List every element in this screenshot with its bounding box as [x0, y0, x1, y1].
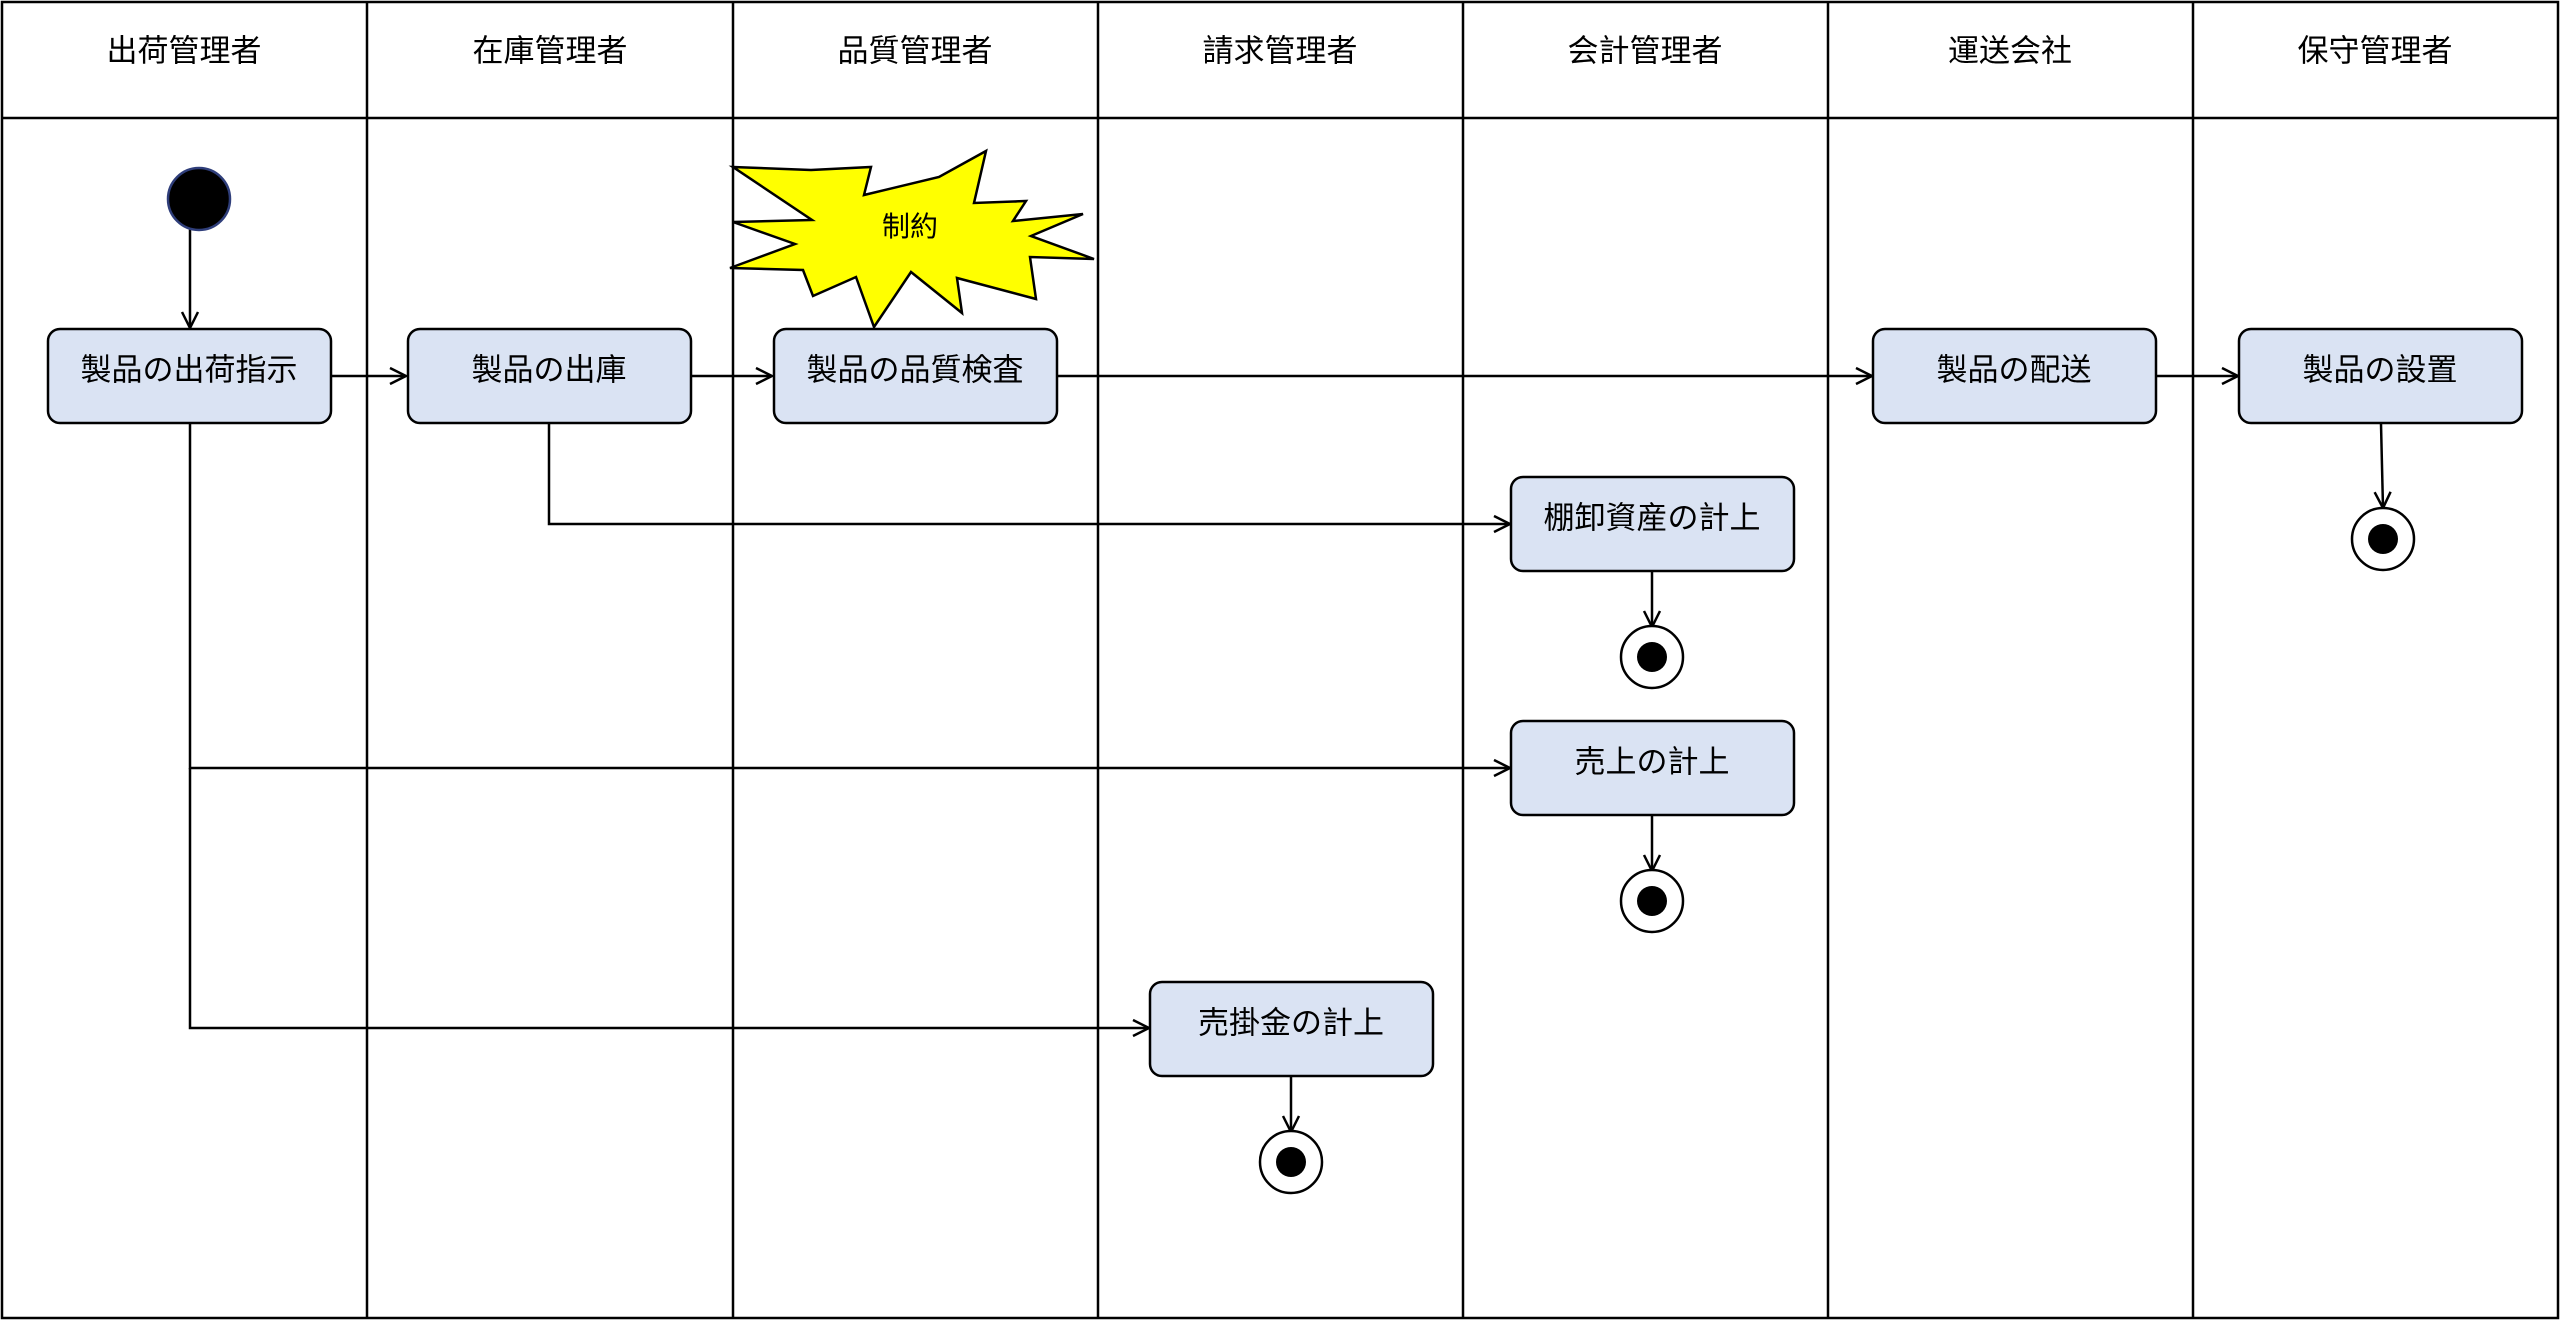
action-label: 売掛金の計上 — [1198, 1006, 1384, 1042]
flow-installation-to-final — [2381, 423, 2383, 508]
flow-connectors — [190, 229, 2383, 1132]
action-inventory-asset: 棚卸資産の計上 — [1509, 475, 1796, 573]
lane-title-billing: 請求管理者 — [1203, 34, 1358, 70]
lane-title-accounting: 会計管理者 — [1568, 34, 1723, 70]
flow-picking-to-inventory-asset — [547, 424, 1510, 524]
action-picking: 製品の出庫 — [406, 327, 693, 425]
final-node-sales — [1619, 868, 1685, 934]
lane-title-shipping: 出荷管理者 — [107, 34, 262, 70]
action-installation: 製品の設置 — [2237, 327, 2524, 425]
lane-title-inventory: 在庫管理者 — [473, 34, 628, 70]
action-delivery: 製品の配送 — [1871, 327, 2158, 425]
final-node-installation — [2350, 506, 2416, 572]
action-sales: 売上の計上 — [1509, 719, 1796, 817]
action-label: 製品の出庫 — [472, 353, 627, 389]
lane-title-carrier: 運送会社 — [1948, 34, 2072, 70]
action-label: 売上の計上 — [1575, 745, 1730, 781]
action-label: 製品の配送 — [1937, 353, 2092, 389]
constraint-label: 制約 — [882, 210, 938, 243]
flow-ship-instruction-to-sales — [188, 424, 1510, 768]
lane-title-maintenance: 保守管理者 — [2298, 34, 2453, 70]
final-node-inventory-asset — [1619, 624, 1685, 690]
constraint-starburst: 制約 — [728, 148, 1095, 330]
initial-node — [166, 166, 232, 232]
action-label: 製品の品質検査 — [807, 353, 1024, 389]
action-receivable: 売掛金の計上 — [1148, 980, 1435, 1078]
lane-title-quality: 品質管理者 — [838, 34, 993, 70]
action-label: 棚卸資産の計上 — [1544, 501, 1761, 537]
flow-ship-instruction-to-receivable — [188, 768, 1149, 1028]
action-label: 製品の出荷指示 — [81, 353, 298, 389]
action-label: 製品の設置 — [2303, 353, 2458, 389]
final-node-receivable — [1258, 1129, 1324, 1195]
action-ship-instruction: 製品の出荷指示 — [46, 327, 333, 425]
action-quality-inspection: 製品の品質検査 — [772, 327, 1059, 425]
